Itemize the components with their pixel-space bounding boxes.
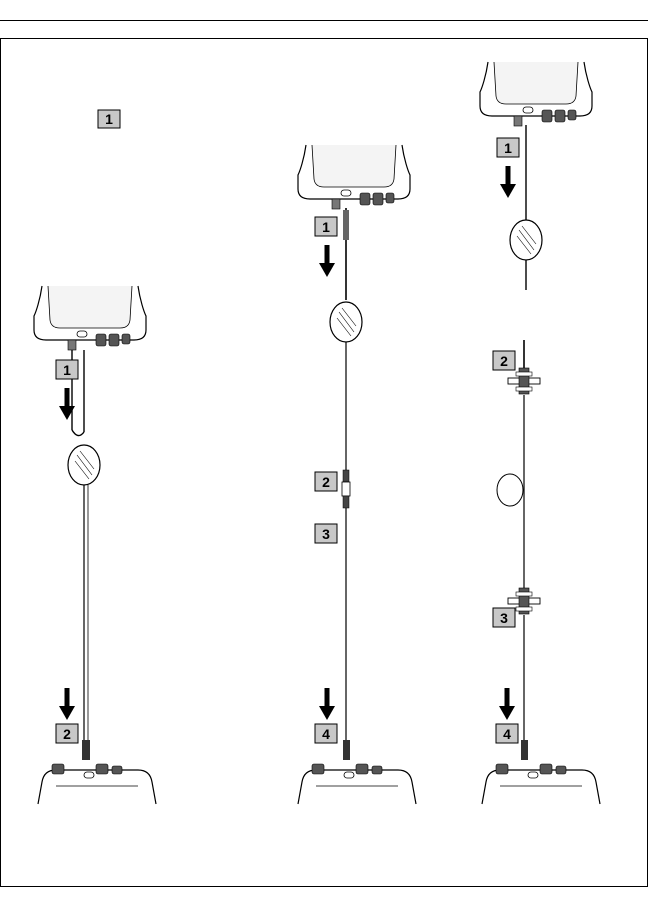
step-box-c3: 3	[493, 608, 515, 627]
step-box-c1: 1	[497, 138, 519, 157]
svg-text:1: 1	[63, 362, 71, 378]
remote-unit	[298, 764, 416, 804]
svg-text:2: 2	[322, 474, 330, 490]
remote-unit	[38, 764, 156, 804]
step-box-b3: 3	[315, 524, 337, 543]
svg-text:3: 3	[322, 526, 330, 542]
svg-text:1: 1	[504, 140, 512, 156]
step-box-b1: 1	[315, 217, 337, 236]
step-box-b4: 4	[315, 724, 337, 743]
svg-text:1: 1	[322, 219, 330, 235]
down-arrow-icon	[499, 688, 515, 720]
legend-step-box: 1	[98, 110, 120, 128]
svg-text:2: 2	[63, 726, 71, 742]
svg-text:4: 4	[503, 726, 511, 742]
adapter-module	[510, 220, 542, 260]
bulkhead-adapter	[508, 368, 540, 394]
down-arrow-icon	[319, 245, 335, 277]
step-box-b2: 2	[315, 472, 337, 491]
down-arrow-icon	[59, 688, 75, 720]
main-tester-unit	[480, 62, 592, 126]
inline-connector	[342, 470, 350, 508]
svg-text:4: 4	[322, 726, 330, 742]
svg-text:2: 2	[500, 353, 508, 369]
step-box-a2: 2	[56, 724, 78, 743]
down-arrow-icon	[319, 688, 335, 720]
main-tester-unit	[298, 145, 410, 209]
diagram-a: 1 2	[34, 286, 156, 804]
main-tester-unit	[34, 286, 146, 350]
diagram-c: 1 2 3 4	[480, 62, 600, 804]
diagram-b: 1 2 3 4	[298, 145, 416, 804]
step-box-c2: 2	[493, 351, 515, 370]
remote-unit	[482, 764, 600, 804]
down-arrow-icon	[500, 166, 516, 198]
step-box-a1: 1	[56, 360, 78, 379]
adapter-module	[330, 302, 362, 342]
step-box-c4: 4	[496, 724, 518, 743]
legend-step-label: 1	[105, 111, 113, 127]
adapter-module	[68, 445, 100, 485]
svg-text:3: 3	[500, 610, 508, 626]
